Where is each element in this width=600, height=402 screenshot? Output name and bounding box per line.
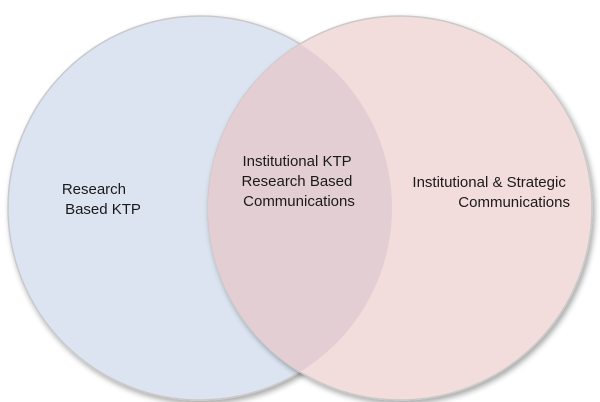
overlap-label-line-3: Communications: [243, 193, 355, 210]
overlap-label: Institutional KTP Research Based Communi…: [241, 153, 356, 210]
overlap-region: [208, 16, 392, 400]
left-label-line-1: Research: [62, 181, 126, 198]
left-label-line-2: Based KTP: [65, 201, 141, 218]
right-circle-label: Institutional & Strategic Communications: [412, 174, 570, 211]
left-circle-label: Research Based KTP: [62, 181, 141, 218]
right-label-line-2: Communications: [458, 194, 570, 211]
right-label-line-1: Institutional & Strategic: [412, 174, 566, 191]
overlap-label-line-1: Institutional KTP: [242, 153, 351, 170]
overlap-label-line-2: Research Based: [241, 173, 352, 190]
